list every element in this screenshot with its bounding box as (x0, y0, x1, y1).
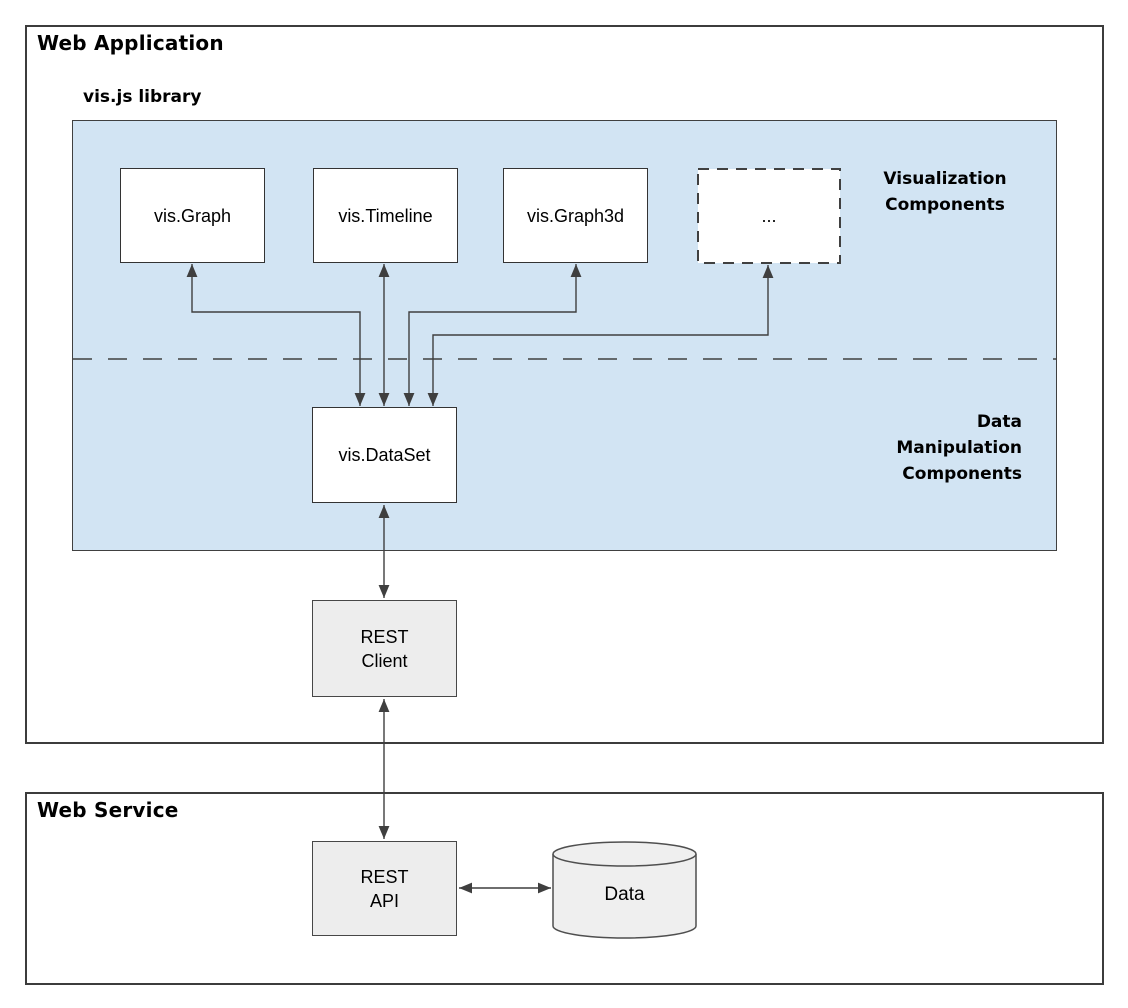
box-rest-api: REST API (312, 841, 457, 936)
visjs-library-label: vis.js library (83, 87, 202, 107)
box-vis-timeline: vis.Timeline (313, 168, 458, 263)
web-service-title: Web Service (37, 798, 179, 822)
box-vis-graph3d: vis.Graph3d (503, 168, 648, 263)
visualization-components-label: Visualization Components (883, 169, 1007, 215)
box-rest-client: REST Client (312, 600, 457, 697)
box-vis-dataset: vis.DataSet (312, 407, 457, 503)
box-more-components: ... (761, 206, 777, 226)
web-application-title: Web Application (37, 31, 224, 55)
data-manipulation-components-label: Data Manipulation Components (896, 412, 1022, 484)
box-vis-graph: vis.Graph (120, 168, 265, 263)
data-store-label: Data (604, 884, 645, 905)
